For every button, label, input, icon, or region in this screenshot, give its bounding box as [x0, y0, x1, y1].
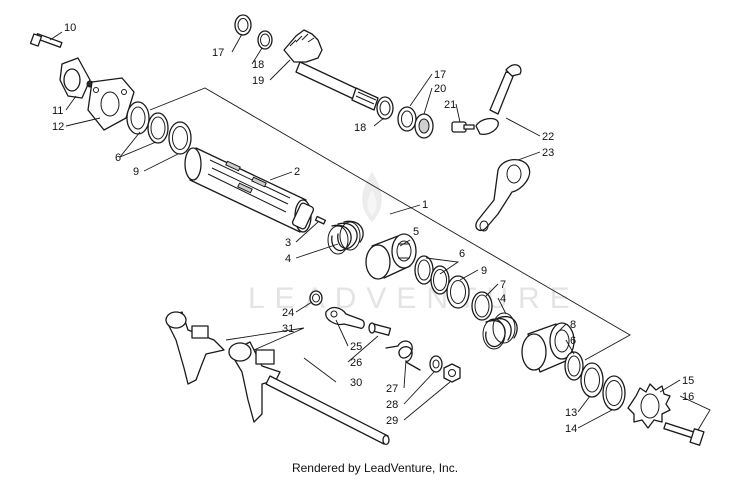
callout-21: 21: [444, 99, 456, 111]
callout-9-middle: 9: [481, 265, 487, 277]
callout-18-mid: 18: [354, 122, 366, 134]
callout-24: 24: [282, 307, 294, 319]
washer-part-13: [580, 362, 604, 398]
callout-10: 10: [64, 22, 76, 34]
spring-part-27: [385, 340, 421, 371]
snap-ring-part-6-middle-b: [430, 265, 450, 295]
callout-6-middle: 6: [459, 248, 465, 260]
callout-30: 30: [350, 377, 362, 389]
callout-3: 3: [285, 237, 291, 249]
pin-part-3: [314, 215, 327, 225]
callout-14: 14: [565, 423, 577, 435]
snap-ring-part-6-lower: [564, 351, 584, 381]
washer-part-6-upper: [126, 101, 150, 135]
lever-part-22: [475, 64, 522, 135]
credit-text: Rendered by LeadVenture, Inc.: [292, 461, 458, 475]
callout-12: 12: [52, 121, 64, 133]
cam-part-8: [521, 322, 575, 373]
bushing-part-28: [429, 355, 443, 373]
assembly-bracket: [149, 87, 631, 361]
snap-ring-part-6-middle-a: [414, 255, 434, 285]
callout-7: 7: [500, 279, 506, 291]
bolt-part-10: [29, 33, 63, 48]
callout-9-upper: 9: [133, 166, 139, 178]
callout-16: 16: [682, 391, 694, 403]
callout-8: 8: [570, 319, 576, 331]
callout-4-upper: 4: [285, 253, 291, 265]
callout-22: 22: [542, 131, 554, 143]
callout-5: 5: [413, 226, 419, 238]
washer-part-17-top: [234, 14, 252, 36]
callout-17-mid: 17: [434, 69, 446, 81]
callout-6-upper: 6: [115, 152, 121, 164]
cam-part-5: [365, 233, 417, 280]
callout-4-lower: 4: [500, 293, 506, 305]
callout-29: 29: [386, 415, 398, 427]
callout-18-top: 18: [252, 59, 264, 71]
bolt-part-16: [663, 422, 705, 446]
watermark: LEADVENTURE: [248, 172, 580, 315]
circlip-part-24: [309, 290, 323, 306]
callout-2: 2: [294, 166, 300, 178]
fork-part-31-left: [165, 311, 225, 385]
callout-17-top: 17: [212, 47, 224, 59]
fork-part-31-right: [228, 341, 281, 423]
washer-part-14: [602, 375, 626, 411]
callout-27: 27: [386, 383, 398, 395]
washer-part-9-middle: [446, 275, 470, 309]
ring-part-7: [471, 291, 493, 321]
callout-25: 25: [350, 341, 362, 353]
washer-part-9-upper: [168, 121, 192, 155]
callout-20: 20: [434, 83, 446, 95]
callout-31: 31: [282, 323, 294, 335]
watermark-text: LEADVENTURE: [248, 282, 580, 315]
pawl-part-25: [325, 306, 365, 329]
ring-part-18-mid: [376, 96, 394, 120]
leader-lines: [49, 31, 711, 431]
callout-13: 13: [565, 407, 577, 419]
plate-part-12: [87, 77, 135, 131]
shaft-part-30: [265, 375, 390, 446]
ring-part-18-top: [257, 30, 273, 50]
callout-11: 11: [52, 105, 63, 117]
lever-part-11: [59, 57, 94, 99]
bolt-part-21: [451, 121, 475, 133]
callout-19: 19: [252, 75, 264, 87]
callout-1: 1: [422, 199, 428, 211]
shift-shaft-part-19: [283, 29, 379, 111]
star-gear-part-15: [627, 383, 671, 429]
callout-15: 15: [682, 375, 694, 387]
spring-part-4-upper: [327, 220, 364, 255]
pin-part-26: [368, 322, 392, 336]
snap-ring-part-6-upper: [147, 112, 169, 144]
callout-23: 23: [542, 147, 554, 159]
arm-part-23: [475, 159, 531, 232]
shift-drum-part-2: [184, 147, 315, 233]
bearing-part-20: [414, 113, 434, 139]
nut-part-29: [443, 363, 461, 383]
callout-labels: 10 11 12 6 9 2 3 4 1 5 6 9 7 4 8 6 13 14…: [52, 22, 694, 435]
flame-logo-icon: [362, 172, 382, 222]
spring-part-4-lower: [482, 312, 518, 350]
callout-6-lower: 6: [570, 335, 576, 347]
callout-26: 26: [350, 357, 362, 369]
washer-part-17-mid: [397, 106, 417, 132]
callout-28: 28: [386, 399, 398, 411]
